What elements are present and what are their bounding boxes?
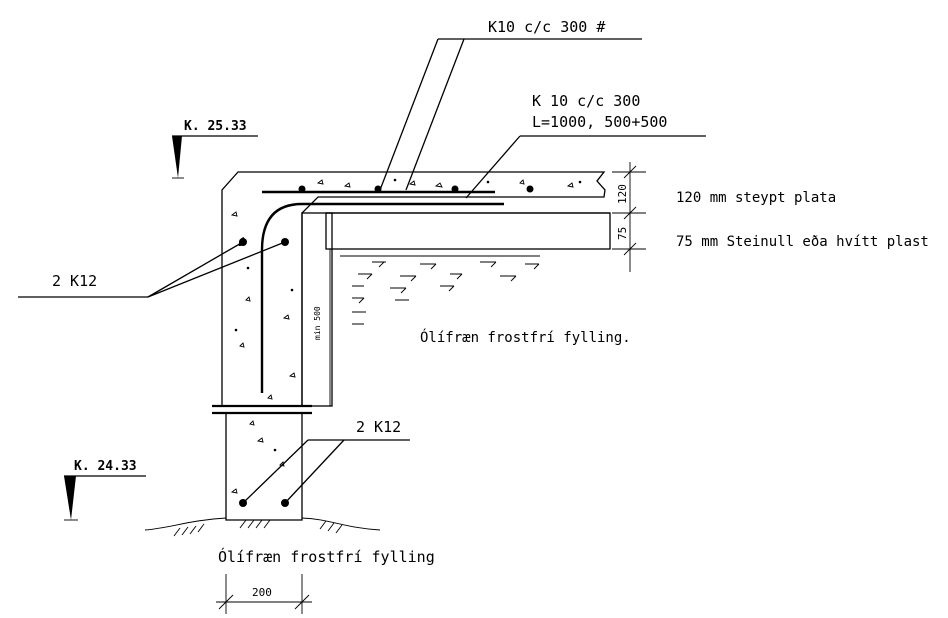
ground-hatch-icon xyxy=(144,517,381,537)
vertical-insulation-note: min 500 xyxy=(313,306,322,340)
wall-width-dim: 200 xyxy=(252,586,272,599)
slab-dimension xyxy=(612,162,646,272)
top-rebar-label: K10 c/c 300 # xyxy=(488,18,605,36)
wall-bars-label: 2 K12 xyxy=(52,272,97,290)
concrete-outline xyxy=(212,171,610,521)
insulation-description: 75 mm Steinull eða hvítt plast xyxy=(676,234,929,250)
fill-bottom-label: Ólífræn frostfrí fylling xyxy=(218,547,435,566)
horizontal-insulation xyxy=(325,212,611,250)
leader-lines xyxy=(18,38,706,504)
level-lower-label: K. 24.33 xyxy=(74,459,137,474)
footing-bars-label: 2 K12 xyxy=(356,418,401,436)
vertical-insulation xyxy=(301,212,333,407)
level-triangle-icon xyxy=(64,475,146,521)
level-triangle-icon xyxy=(172,135,258,179)
wall-width-dimension xyxy=(216,574,312,614)
slab-description: 120 mm steypt plata xyxy=(676,190,836,206)
fill-hatching xyxy=(340,255,540,325)
rebar xyxy=(238,185,534,507)
slab-thickness-dim: 120 xyxy=(616,184,629,204)
concrete-aggregate xyxy=(230,178,582,494)
slab-rebar-label-line2: L=1000, 500+500 xyxy=(532,113,667,131)
fill-inner-label: Ólífræn frostfrí fylling. xyxy=(420,328,631,346)
insulation-thickness-dim: 75 xyxy=(616,227,629,240)
slab-rebar-label-line1: K 10 c/c 300 xyxy=(532,92,640,110)
level-upper-label: K. 25.33 xyxy=(184,119,247,134)
